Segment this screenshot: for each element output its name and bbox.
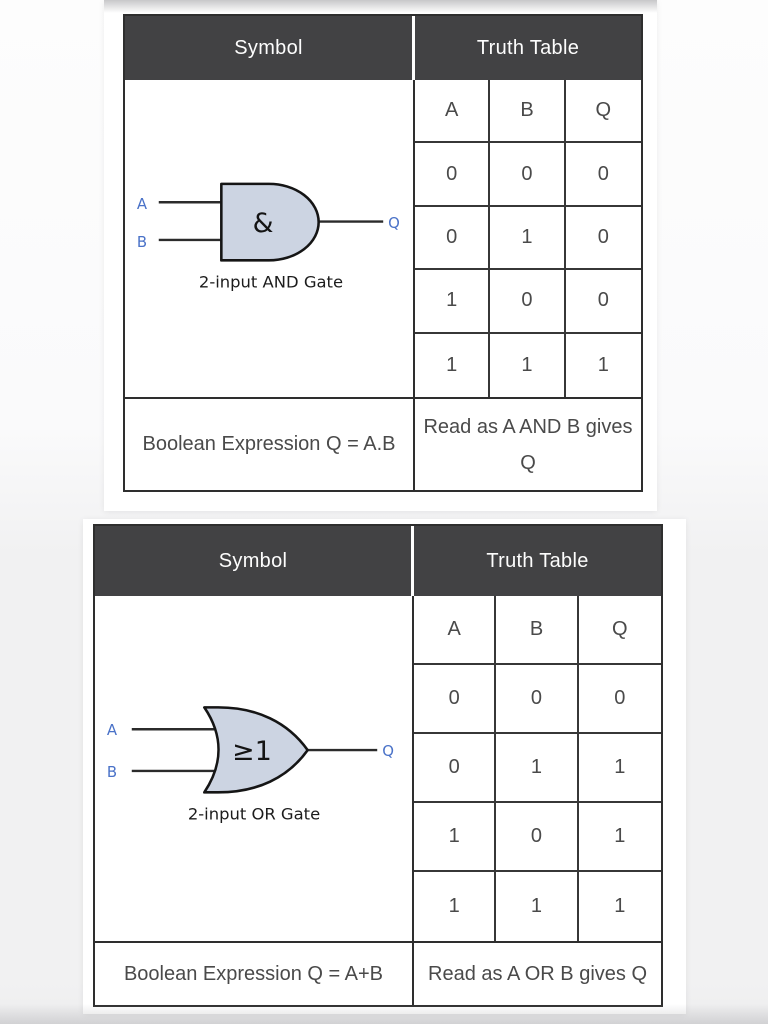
- and-symbol-cell: & A B Q 2-input AND Gate: [125, 80, 415, 397]
- or-gate-caption: 2-input OR Gate: [188, 805, 320, 824]
- truth-column-header: Q: [565, 80, 641, 144]
- and-gate-glyph: &: [253, 208, 274, 239]
- truth-value-cell: 1: [415, 333, 491, 397]
- output-q-label: Q: [388, 214, 400, 232]
- truth-value-cell: 0: [490, 143, 566, 207]
- truth-value-cell: 0: [496, 665, 579, 734]
- and-read-as-text: Read as A AND B gives Q: [423, 415, 633, 474]
- header-cell-truth-table: Truth Table: [476, 36, 580, 59]
- truth-value-cell: 1: [496, 734, 579, 803]
- or-expression-text: Boolean Expression Q = A+B: [123, 962, 384, 985]
- and-gate-body: [220, 182, 320, 262]
- truth-value-cell: 1: [414, 803, 497, 872]
- and-gate-symbol: & A B Q 2-input AND Gate: [137, 182, 400, 292]
- or-table-footer-row: Boolean Expression Q = A+B Read as A OR …: [95, 941, 661, 1005]
- truth-value-cell: 1: [597, 353, 609, 376]
- truth-value-cell: 0: [414, 665, 497, 734]
- or-symbol-cell: ≥1 A B Q 2-input OR Gate: [95, 596, 414, 941]
- truth-value-cell: 1: [490, 333, 566, 397]
- input-a-label: A: [107, 721, 118, 739]
- truth-value-cell: 0: [415, 206, 491, 271]
- truth-value-cell: 1: [496, 872, 579, 941]
- truth-value-cell: 1: [414, 872, 497, 941]
- truth-value-cell: 1: [578, 734, 661, 803]
- truth-column-header: B: [496, 596, 579, 665]
- truth-value-cell: 0: [414, 734, 497, 803]
- truth-value-cell: 0: [578, 665, 661, 734]
- truth-value-cell: 1: [490, 206, 566, 271]
- header-cell-symbol: Symbol: [125, 16, 415, 80]
- truth-column-header: B: [490, 80, 566, 144]
- or-gate-section: Symbol Truth Table ≥1 A B Q 2-input OR G…: [83, 519, 686, 1014]
- and-gate-caption: 2-input AND Gate: [199, 273, 343, 292]
- truth-value-cell: 0: [496, 803, 579, 872]
- truth-value-cell: 0: [565, 143, 641, 207]
- and-expression-cell: Boolean Expression Q = A.B: [125, 399, 415, 490]
- truth-value-cell: 0: [415, 143, 491, 207]
- truth-value-cell: 0: [565, 207, 641, 271]
- or-gate-glyph: ≥1: [232, 736, 272, 767]
- or-gate-symbol: ≥1 A B Q 2-input OR Gate: [107, 706, 394, 824]
- truth-value-cell: 1: [415, 270, 491, 334]
- header-cell-symbol: Symbol: [95, 526, 414, 596]
- truth-column-header: A: [415, 80, 491, 144]
- and-read-as-cell: Read as A AND B gives Q: [415, 399, 641, 490]
- and-table-footer-row: Boolean Expression Q = A.B Read as A AND…: [125, 397, 641, 490]
- and-gate-table: Symbol Truth Table & A B Q 2-input AND G…: [123, 14, 643, 492]
- or-table-header-row: Symbol Truth Table: [95, 526, 661, 596]
- truth-value-cell: 0: [565, 270, 641, 334]
- truth-column-header: Q: [578, 596, 661, 665]
- output-q-label: Q: [382, 742, 394, 760]
- truth-value-cell: 1: [578, 803, 661, 872]
- and-expression-text: Boolean Expression Q = A.B: [142, 433, 396, 455]
- or-read-as-text: Read as A OR B gives Q: [428, 962, 647, 985]
- or-gate-table: Symbol Truth Table ≥1 A B Q 2-input OR G…: [93, 524, 663, 1007]
- input-a-label: A: [137, 195, 148, 213]
- or-gate-body: [203, 706, 309, 794]
- or-read-as-cell: Read as A OR B gives Q: [414, 943, 661, 1005]
- or-expression-cell: Boolean Expression Q = A+B: [95, 943, 414, 1005]
- truth-value-cell: 0: [490, 270, 566, 334]
- truth-column-header: A: [414, 596, 497, 665]
- header-cell-truth-table: Truth Table: [486, 549, 589, 572]
- input-b-label: B: [107, 763, 117, 781]
- truth-value-cell: 1: [614, 895, 626, 917]
- input-b-label: B: [137, 233, 147, 251]
- and-table-header-row: Symbol Truth Table: [125, 16, 641, 80]
- and-gate-section: Symbol Truth Table & A B Q 2-input AND G…: [104, 0, 657, 511]
